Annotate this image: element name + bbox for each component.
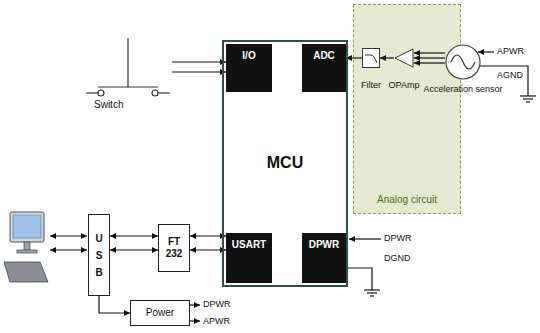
signal-label: APWR	[497, 46, 524, 57]
switch-symbol-part	[86, 92, 98, 93]
opamp-symbol: OPAmp	[385, 48, 424, 90]
analog-power-wires-part	[526, 101, 530, 102]
mcu-port-block: USART	[226, 233, 272, 283]
node-text: Filter	[361, 80, 381, 90]
node-text: FT 232	[162, 236, 186, 261]
signal-arrow	[190, 235, 226, 236]
computer-icon-part	[4, 262, 48, 282]
switch-symbol-part	[98, 90, 104, 96]
usb-box: U S B	[88, 214, 110, 296]
node-text: Power	[146, 307, 174, 319]
analog-region: Analog circuit Filter OPAmp	[353, 4, 461, 214]
signal-arrow	[190, 249, 226, 250]
digital-power-wires-part	[370, 295, 374, 296]
node-text: OPAmp	[389, 80, 420, 90]
ft232-box: FT 232	[158, 224, 190, 272]
analog-region-fill	[353, 4, 461, 214]
digital-power-wires-part	[367, 292, 377, 293]
signal-arrow	[346, 57, 362, 58]
switch-symbol	[86, 38, 170, 96]
computer-icon-part	[13, 215, 41, 238]
digital-power-wires	[348, 239, 381, 296]
signal-arrow	[110, 249, 158, 250]
digital-power-wires-part	[349, 238, 381, 239]
computer-usb-link	[50, 236, 87, 250]
node-text: U S B	[94, 230, 104, 281]
computer-usb-link-part	[50, 235, 87, 236]
node-text: ADC	[313, 50, 335, 62]
node-text: DPWR	[309, 239, 340, 251]
switch-symbol-part	[127, 38, 128, 87]
computer-usb-link-part	[50, 249, 87, 250]
computer-icon	[4, 212, 48, 282]
analog-power-wires-part	[520, 95, 536, 96]
analog-power-wires-part	[478, 51, 494, 52]
computer-icon-part	[24, 242, 30, 250]
power-output-wires	[190, 305, 200, 321]
node-text: MCU	[267, 154, 303, 172]
power-output-wires-part	[190, 320, 200, 321]
opamp-symbol-outline	[394, 48, 414, 68]
signal-label: APWR	[203, 316, 230, 327]
node-text: Acceleration sensor	[423, 84, 502, 94]
signal-arrow	[172, 61, 226, 62]
analog-power-wires	[478, 52, 536, 102]
signal-arrow	[172, 71, 226, 72]
analog-power-wires-part	[523, 98, 533, 99]
filter-symbol: Filter	[357, 48, 385, 90]
signal-label: DGND	[384, 253, 411, 264]
switch-symbol-part	[98, 86, 158, 87]
signal-arrow	[99, 296, 130, 313]
node-text: Analog circuit	[377, 194, 437, 206]
signal-arrow	[414, 62, 445, 63]
switch-node: Switch	[92, 36, 172, 110]
signal-arrow	[110, 235, 158, 236]
sensor-symbol-outline	[445, 44, 481, 80]
filter-symbol-outline	[362, 48, 380, 68]
signal-label: DPWR	[384, 233, 412, 244]
power-output-wires-part	[190, 304, 200, 305]
mcu-port-block: I/O	[226, 44, 272, 92]
signal-arrow	[380, 57, 394, 58]
signal-arrow	[414, 57, 445, 58]
signal-label: DPWR	[203, 299, 231, 310]
digital-power-wires-part	[364, 289, 380, 290]
power-box: Power	[130, 300, 190, 326]
mcu-port-block: DPWR	[302, 233, 346, 283]
switch-symbol-part	[152, 90, 158, 96]
computer-icon-part	[17, 250, 37, 253]
signal-label: AGND	[497, 70, 523, 81]
signal-arrow	[414, 52, 445, 53]
node-text: USART	[232, 239, 266, 251]
mcu-box: MCU I/O ADC USART DPWR	[222, 40, 348, 287]
computer-icon-part	[10, 212, 44, 242]
node-text: I/O	[242, 50, 255, 62]
digital-power-wires-part	[348, 268, 372, 290]
mcu-port-block: ADC	[302, 44, 346, 92]
node-text: Switch	[94, 99, 123, 111]
switch-symbol-part	[158, 92, 170, 93]
